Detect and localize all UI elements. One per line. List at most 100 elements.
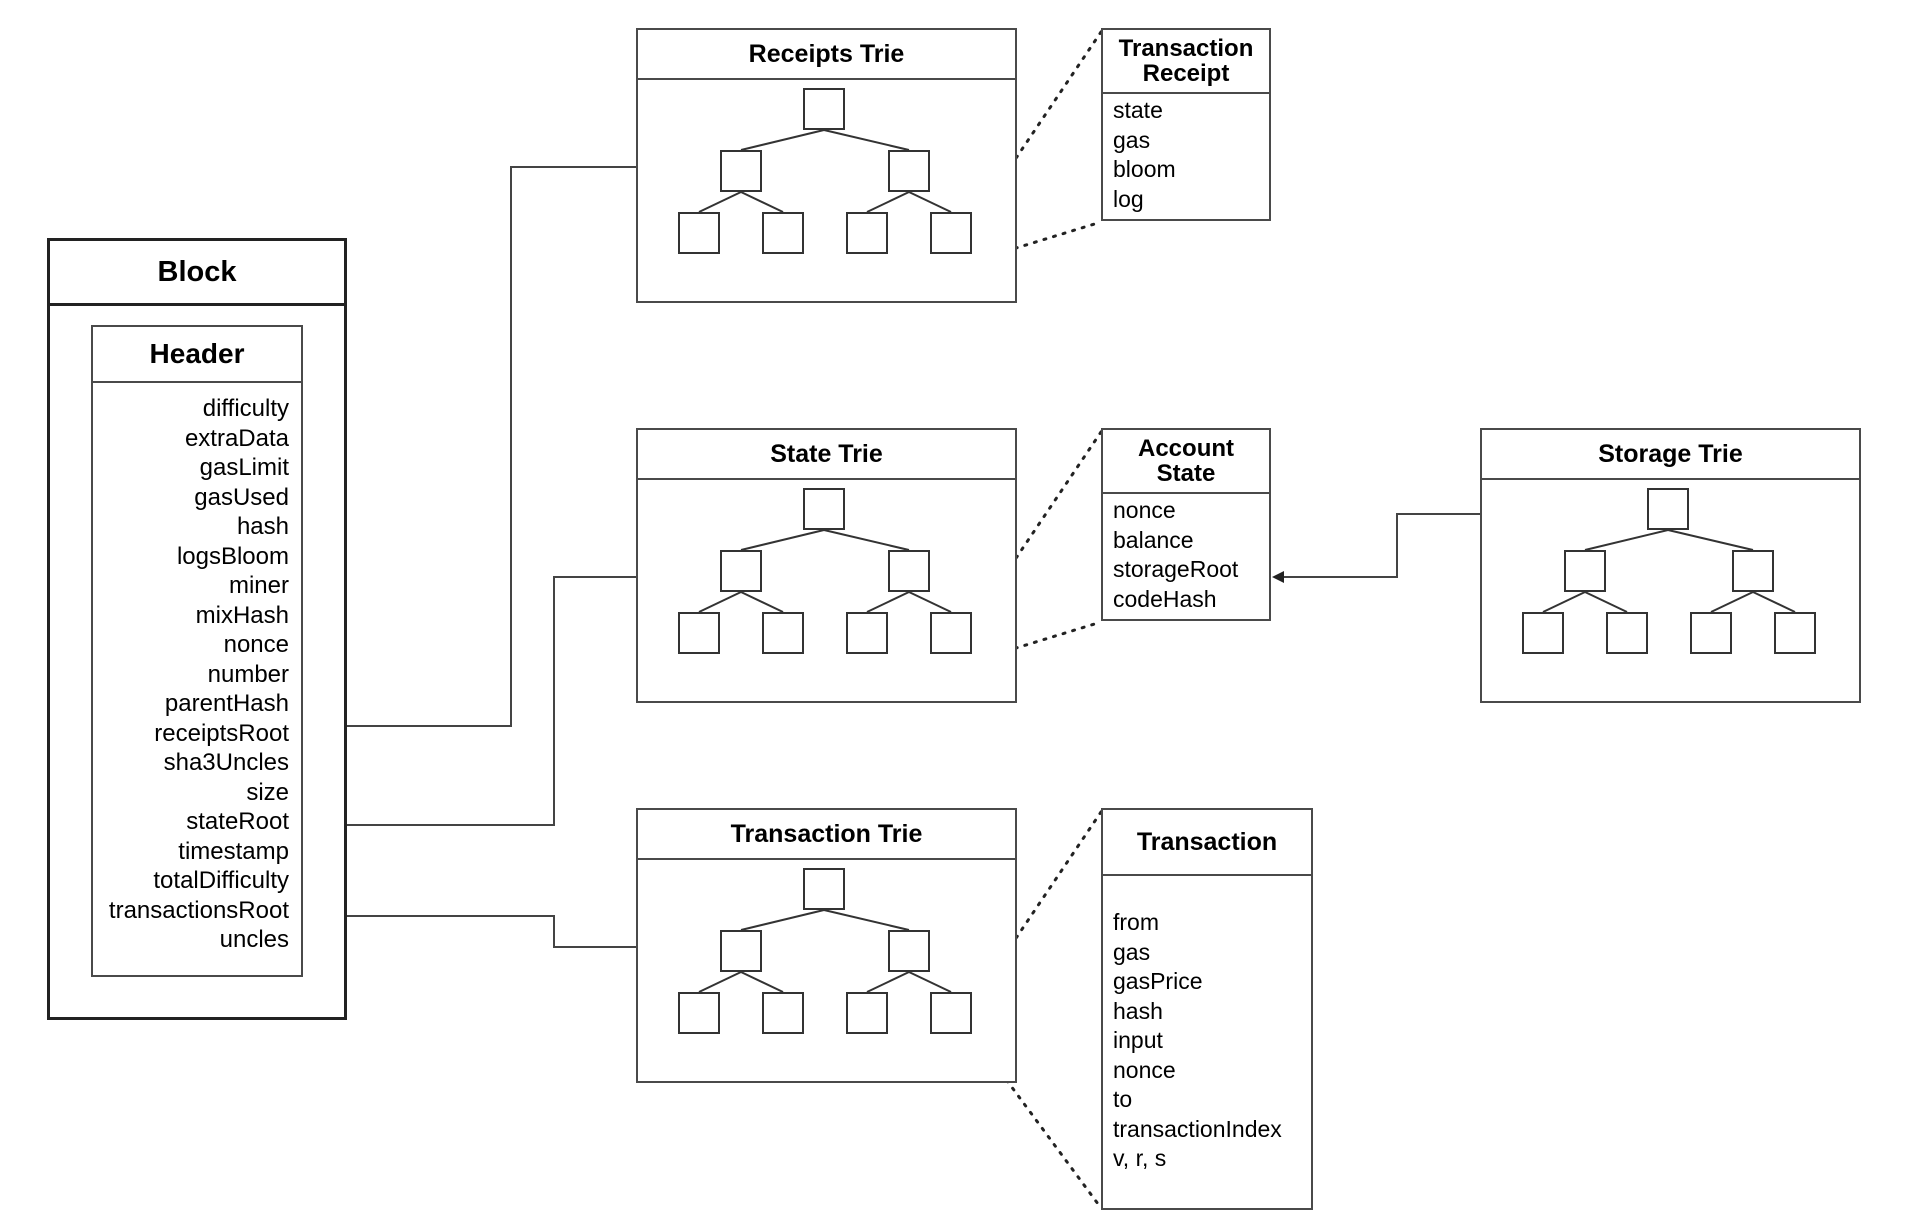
transaction-field-hash: hash: [1113, 997, 1163, 1024]
state-trie-leaf-node: [930, 612, 972, 654]
storage-trie-edge: [1752, 591, 1796, 613]
account-field-storage-root: storageRoot: [1113, 556, 1239, 582]
transaction-dotted-connector-top: [975, 810, 1103, 998]
storage-trie-title: Storage Trie: [1482, 430, 1859, 480]
receipt-field-log: log: [1113, 185, 1144, 212]
transaction-trie-leaf-node: [762, 992, 804, 1034]
storage-trie-leaf-node: [1690, 612, 1732, 654]
state-trie-branch-node: [888, 550, 930, 592]
header-field-parent-hash: parentHash: [164, 690, 289, 717]
header-field-state-root: stateRoot: [186, 808, 289, 835]
header-field-timestamp: timestamp: [178, 837, 289, 865]
header-field-gas-limit: gasLimit: [199, 454, 289, 481]
transaction-trie-root-node: [803, 868, 845, 910]
transaction-trie-leaf-node: [846, 992, 888, 1034]
state-trie-edge: [698, 591, 742, 613]
storage-trie-edge: [1584, 529, 1669, 551]
storage-trie-edge: [1710, 591, 1754, 613]
receipts-trie-title: Receipts Trie: [638, 30, 1015, 80]
block-title-text: Block: [157, 255, 237, 288]
transaction-trie-edge: [908, 971, 952, 993]
storage-trie-tree: [1482, 478, 1859, 701]
header-field-logs-bloom: logsBloom: [176, 542, 289, 570]
header-field-total-difficulty: totalDifficulty: [153, 867, 289, 894]
account-field-nonce: nonce: [1113, 497, 1176, 523]
transaction-receipt-title-line2: Receipt: [1142, 60, 1230, 87]
account-state-field-list: nonce balance storageRoot codeHash: [1113, 496, 1238, 614]
transaction-title-text: Transaction: [1136, 827, 1278, 856]
receipts-trie-edges: [698, 129, 952, 213]
transaction-field-input: input: [1113, 1027, 1163, 1053]
transaction-trie-edges: [698, 909, 952, 993]
transaction-receipt-box: Transaction Receipt state gas bloom log: [1101, 28, 1271, 221]
transaction-field-to: to: [1113, 1086, 1133, 1112]
receipt-field-state: state: [1113, 97, 1163, 123]
transaction-trie-edge: [740, 909, 825, 931]
transaction-field-gas: gas: [1113, 938, 1151, 965]
storage-trie-leaf-node: [1522, 612, 1564, 654]
receipt-field-gas: gas: [1113, 126, 1151, 153]
state-trie-title-text: State Trie: [770, 439, 883, 468]
state-trie-edge: [908, 591, 952, 613]
receipt-field-bloom: bloom: [1113, 156, 1176, 182]
account-state-title-line1: Account: [1138, 434, 1234, 462]
state-trie-edge: [740, 591, 784, 613]
receipts-trie-branch-node: [888, 150, 930, 192]
transaction-trie-branch-node: [720, 930, 762, 972]
transaction-trie-edge: [698, 971, 742, 993]
state-trie-edge: [866, 591, 910, 613]
state-trie-tree: [638, 478, 1015, 701]
transaction-trie-tree: [638, 858, 1015, 1081]
account-state-title-line2: State: [1156, 460, 1216, 487]
state-trie-edge: [823, 529, 910, 551]
storage-trie-edge: [1667, 529, 1754, 551]
header-field-miner: miner: [228, 572, 289, 599]
state-trie-leaf-node: [762, 612, 804, 654]
receipts-trie-root-node: [803, 88, 845, 130]
header-field-number: number: [207, 660, 289, 688]
account-state-title: Account State: [1103, 430, 1269, 494]
receipts-trie-tree: [638, 78, 1015, 301]
header-field-difficulty: difficulty: [202, 395, 289, 422]
receipts-trie-leaf-node: [930, 212, 972, 254]
storage-trie-title-text: Storage Trie: [1598, 439, 1743, 468]
transaction-trie-title-text: Transaction Trie: [730, 819, 923, 848]
state-trie-leaf-node: [846, 612, 888, 654]
receipts-root-connector: [302, 166, 637, 732]
transaction-trie-edge: [866, 971, 910, 993]
transaction-trie-leaf-node: [930, 992, 972, 1034]
receipts-trie-edge: [866, 191, 910, 213]
transaction-receipt-field-list: state gas bloom log: [1113, 96, 1176, 214]
header-field-transactions-root: transactionsRoot: [108, 896, 289, 924]
transaction-field-vrs: v, r, s: [1113, 1145, 1167, 1171]
state-trie-leaf-node: [678, 612, 720, 654]
storage-trie-branch-node: [1732, 550, 1774, 592]
storage-trie-branch-node: [1564, 550, 1606, 592]
transaction-trie-leaf-node: [678, 992, 720, 1034]
receipts-trie-edge: [740, 191, 784, 213]
header-field-list: difficulty extraData gasLimit gasUsed ha…: [109, 394, 289, 955]
account-field-balance: balance: [1113, 526, 1194, 553]
transaction-trie-branch-node: [888, 930, 930, 972]
transaction-trie-box: Transaction Trie: [636, 808, 1017, 1083]
header-field-uncles: uncles: [219, 926, 289, 953]
storage-trie-edge: [1542, 591, 1586, 613]
receipts-trie-leaf-node: [846, 212, 888, 254]
storage-trie-leaf-node: [1606, 612, 1648, 654]
header-field-extra-data: extraData: [184, 424, 289, 452]
receipts-trie-edge: [698, 191, 742, 213]
receipts-trie-edge: [823, 129, 910, 151]
state-trie-branch-node: [720, 550, 762, 592]
transaction-receipt-title: Transaction Receipt: [1103, 30, 1269, 94]
header-field-mix-hash: mixHash: [195, 601, 289, 629]
account-state-box: Account State nonce balance storageRoot …: [1101, 428, 1271, 621]
transaction-receipt-title-line1: Transaction: [1118, 34, 1254, 62]
state-root-connector: [302, 576, 637, 831]
transaction-trie-edge: [740, 971, 784, 993]
header-box: Header difficulty extraData gasLimit gas…: [91, 325, 303, 977]
receipts-trie-edge: [908, 191, 952, 213]
storage-trie-edges: [1542, 529, 1796, 613]
storage-root-connector: [1272, 513, 1481, 583]
state-trie-title: State Trie: [638, 430, 1015, 480]
